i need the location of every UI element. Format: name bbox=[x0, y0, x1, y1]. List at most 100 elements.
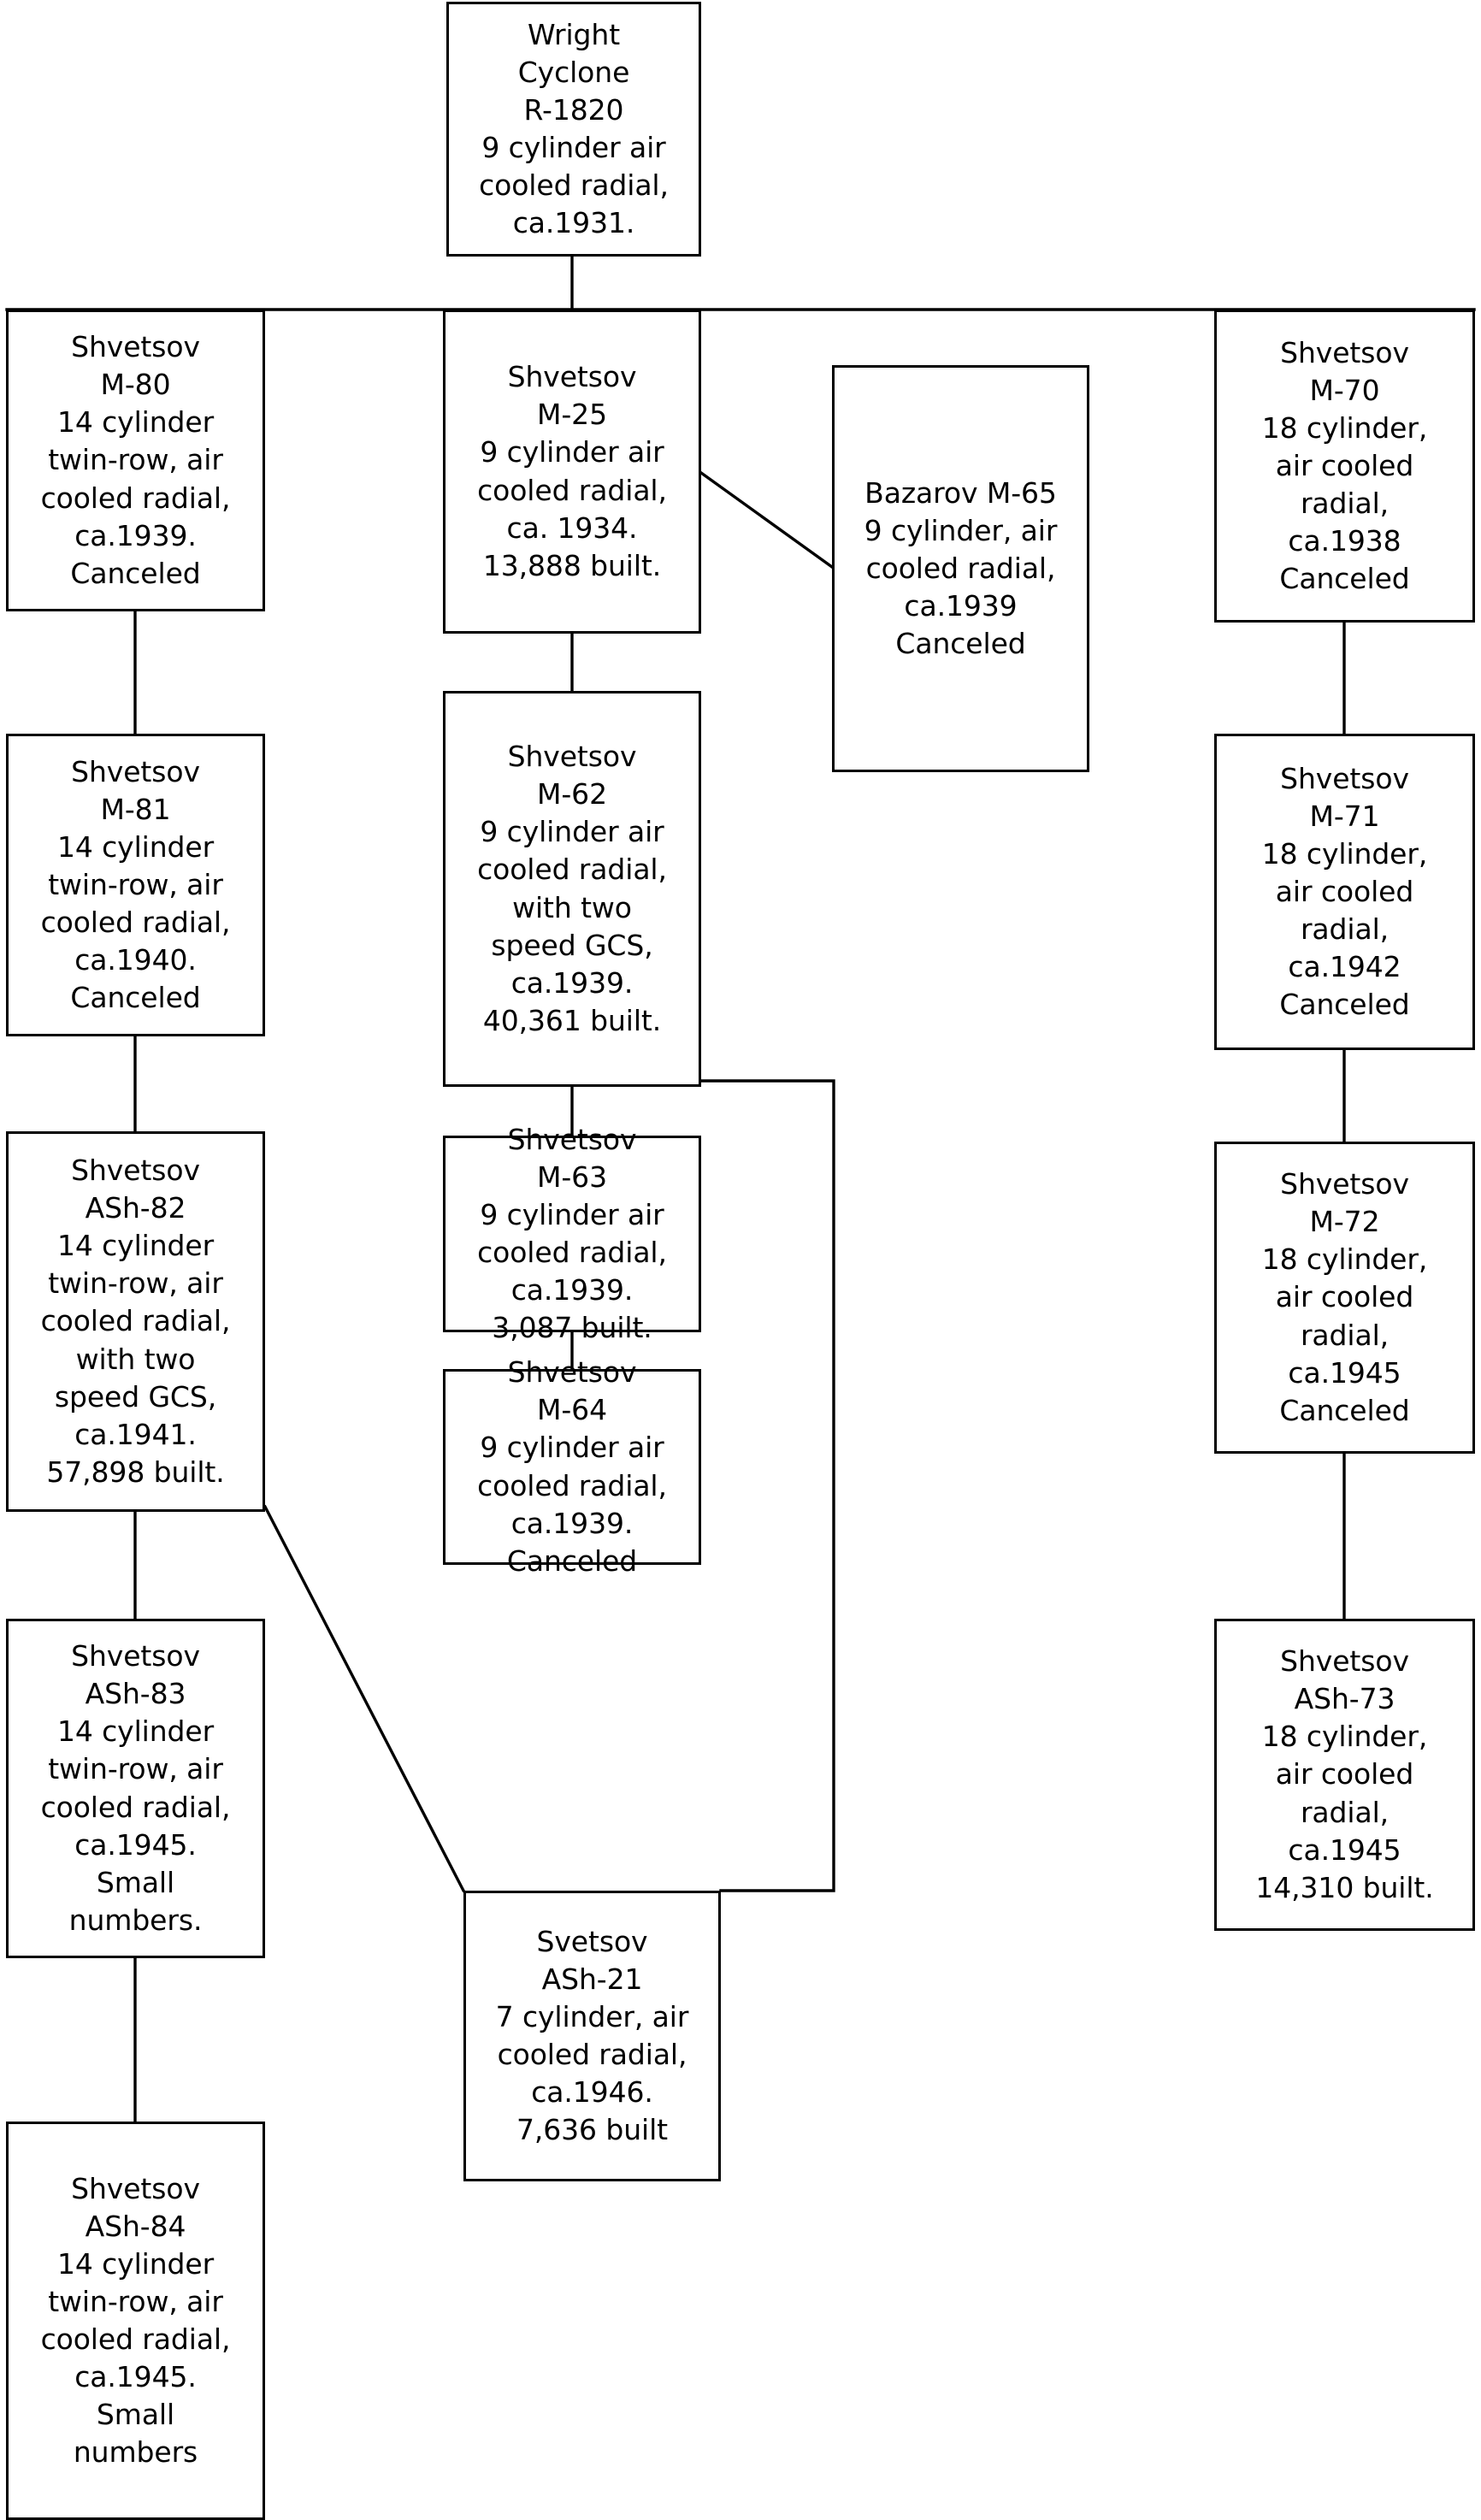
node-text-line: 9 cylinder air bbox=[480, 1197, 664, 1231]
node-text-line: 14 cylinder bbox=[56, 1229, 215, 1263]
node-text-line: 18 cylinder, bbox=[1261, 1720, 1428, 1754]
node-text-line: Canceled bbox=[70, 981, 201, 1015]
node-text-line: ca.1940. bbox=[74, 943, 197, 977]
node-text-line: Shvetsov bbox=[71, 330, 200, 364]
node-text-line: ca.1939 bbox=[904, 589, 1018, 623]
node-text-line: ca.1942 bbox=[1288, 950, 1401, 984]
node-text-line: Shvetsov bbox=[507, 740, 637, 774]
node-text-line: Shvetsov bbox=[1280, 1167, 1409, 1201]
node-text-line: ca.1945 bbox=[1288, 1355, 1401, 1390]
node-text-line: cooled radial, bbox=[477, 1468, 667, 1502]
node-text-line: Bazarov M-65 bbox=[864, 475, 1057, 510]
node-text-line: 9 cylinder air bbox=[481, 131, 666, 164]
node-text-line: Shvetsov bbox=[1280, 1644, 1409, 1679]
node-text-line: ASh-21 bbox=[541, 1962, 643, 1996]
node-text-line: Cyclone bbox=[517, 55, 630, 89]
node-text-line: numbers bbox=[73, 2435, 198, 2470]
node-text-line: air cooled bbox=[1275, 1757, 1414, 1791]
node-text-line: R-1820 bbox=[523, 92, 624, 127]
node-text-line: 14 cylinder bbox=[56, 405, 215, 440]
node-text-line: 18 cylinder, bbox=[1261, 836, 1428, 870]
node-text-line: twin-row, air bbox=[48, 867, 223, 901]
node-text-line: 9 cylinder air bbox=[480, 815, 664, 849]
node-text-line: Wright bbox=[527, 17, 621, 51]
node-text-line: ca.1945. bbox=[74, 1827, 197, 1862]
node-text-line: 7 cylinder, air bbox=[495, 1999, 689, 2033]
node-text-line: 18 cylinder, bbox=[1261, 410, 1428, 445]
node-text-line: Canceled bbox=[1279, 988, 1410, 1022]
node-text-line: speed GCS, bbox=[491, 928, 653, 962]
node-text-line: 14 cylinder bbox=[56, 2246, 215, 2281]
node-text-line: cooled radial, bbox=[477, 1236, 667, 1269]
node-text-line: 40,361 built. bbox=[482, 1003, 662, 1037]
node-text-line: 18 cylinder, bbox=[1261, 1242, 1428, 1277]
node-text-line: M-80 bbox=[100, 368, 171, 402]
node-text-line: Small bbox=[96, 1865, 175, 1899]
node-text-line: Shvetsov bbox=[507, 1355, 637, 1390]
node-text-line: cooled radial, bbox=[477, 473, 667, 507]
node-text-line: Svetsov bbox=[536, 1924, 648, 1958]
node-text-line: Shvetsov bbox=[1280, 335, 1409, 369]
node-text-line: M-72 bbox=[1309, 1205, 1380, 1239]
node-text-line: ASh-83 bbox=[85, 1677, 186, 1711]
node-text-line: cooled radial, bbox=[40, 1304, 231, 1338]
node-text-line: numbers. bbox=[68, 1903, 203, 1937]
node-text-line: M-81 bbox=[100, 792, 171, 826]
node-text-line: ca.1946. bbox=[531, 2075, 653, 2110]
node-text-line: M-62 bbox=[537, 777, 607, 811]
node-text-line: ca. 1934. bbox=[506, 510, 638, 545]
node-text-line: radial, bbox=[1300, 487, 1390, 521]
node-text-line: with two bbox=[75, 1342, 196, 1376]
node-text-line: ca.1939. bbox=[74, 518, 197, 552]
node-text-line: Shvetsov bbox=[507, 1122, 637, 1156]
node-text-line: 14 cylinder bbox=[56, 1714, 215, 1749]
node-text-line: M-63 bbox=[537, 1160, 607, 1194]
node-text-line: air cooled bbox=[1275, 448, 1414, 482]
node-text-line: twin-row, air bbox=[48, 1266, 223, 1301]
node-text-line: Canceled bbox=[506, 1543, 638, 1578]
node-text-line: 9 cylinder, air bbox=[864, 513, 1058, 547]
node-text-line: Shvetsov bbox=[1280, 761, 1409, 795]
node-text-line: M-71 bbox=[1309, 799, 1380, 833]
node-text-line: speed GCS, bbox=[54, 1379, 217, 1413]
node-text-line: cooled radial, bbox=[40, 906, 231, 940]
node-text-line: twin-row, air bbox=[48, 443, 223, 477]
node-text-line: Canceled bbox=[70, 556, 201, 590]
node-text-line: ca.1939. bbox=[510, 1273, 634, 1307]
node-text-line: cooled radial, bbox=[477, 853, 667, 887]
node-text-line: 57,898 built. bbox=[46, 1455, 225, 1489]
node-text-line: ca.1939. bbox=[510, 1506, 634, 1540]
node-text-line: Canceled bbox=[1279, 562, 1410, 596]
node-text-line: air cooled bbox=[1275, 874, 1414, 908]
node-text-line: cooled radial, bbox=[40, 1790, 231, 1824]
node-text-line: cooled radial, bbox=[40, 481, 231, 515]
node-text-line: twin-row, air bbox=[48, 2284, 223, 2318]
connector-ash82-to-ash21 bbox=[263, 1504, 466, 1893]
node-text-line: cooled radial, bbox=[479, 168, 669, 203]
node-text-line: ca.1938 bbox=[1288, 524, 1401, 558]
connector-m62-to-ash21 bbox=[699, 1079, 835, 1892]
node-text-line: cooled radial, bbox=[40, 2322, 231, 2356]
node-text-line: ca.1945 bbox=[1288, 1832, 1401, 1867]
node-text-line: 3,087 built. bbox=[492, 1311, 652, 1345]
node-text-line: Shvetsov bbox=[71, 1154, 200, 1188]
node-text-line: ca.1939. bbox=[510, 965, 634, 1000]
node-text-line: M-70 bbox=[1309, 373, 1380, 407]
